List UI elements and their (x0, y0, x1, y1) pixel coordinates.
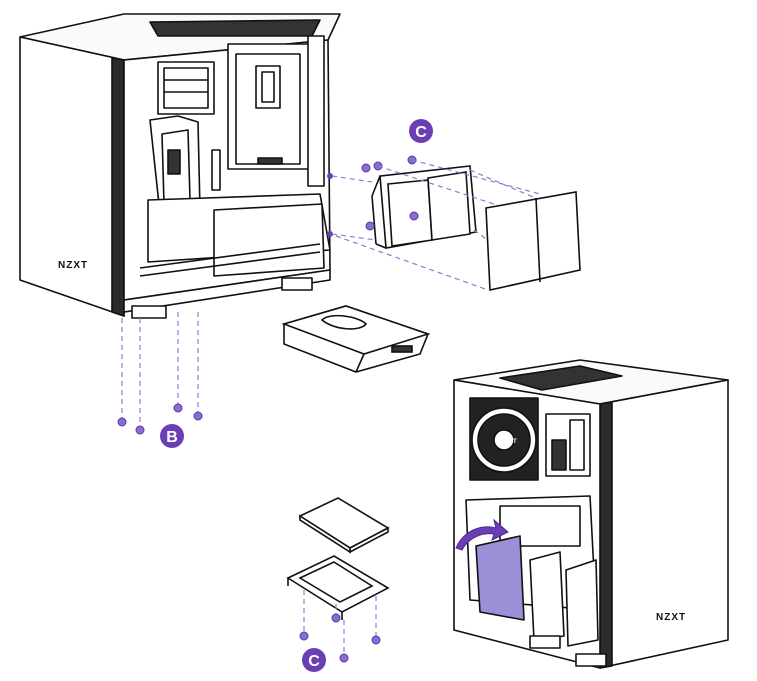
callout-c-top: C (409, 119, 433, 143)
drive-bracket (371, 165, 477, 249)
screw (331, 613, 341, 623)
ssd-tray (286, 555, 390, 620)
screw (339, 653, 349, 663)
case-right-logo: NZXT (656, 612, 686, 623)
ssd-drive-bottom (298, 497, 390, 554)
drive-cage-highlight (475, 535, 525, 621)
screw (361, 163, 371, 173)
svg-text:C: C (415, 124, 427, 141)
screw (299, 631, 309, 641)
top-vent-right (499, 365, 623, 391)
case-left-logo: NZXT (58, 260, 88, 271)
leader-lines-top (331, 159, 541, 291)
screw (173, 403, 183, 413)
top-vent (149, 19, 321, 37)
front-mesh (111, 57, 125, 317)
callout-b: B (160, 424, 184, 448)
insert-arrow-icon (455, 518, 509, 551)
hdd-drive (281, 305, 431, 373)
callout-c-bottom: C (302, 648, 326, 672)
screw (371, 635, 381, 645)
case-screws-bottom (117, 403, 203, 435)
svg-text:C: C (308, 653, 320, 670)
screw (193, 411, 203, 421)
screw (117, 417, 127, 427)
tray-screws (299, 613, 381, 663)
screw (409, 211, 419, 221)
case-left (19, 13, 341, 319)
case-right (453, 359, 729, 669)
leader-lines-bottom (121, 312, 199, 426)
ssd-drive-top (485, 191, 581, 291)
screw (365, 221, 375, 231)
screw (135, 425, 145, 435)
bracket-screws (361, 155, 419, 231)
fan-logo: NZXT (498, 439, 518, 445)
svg-text:B: B (166, 429, 178, 446)
